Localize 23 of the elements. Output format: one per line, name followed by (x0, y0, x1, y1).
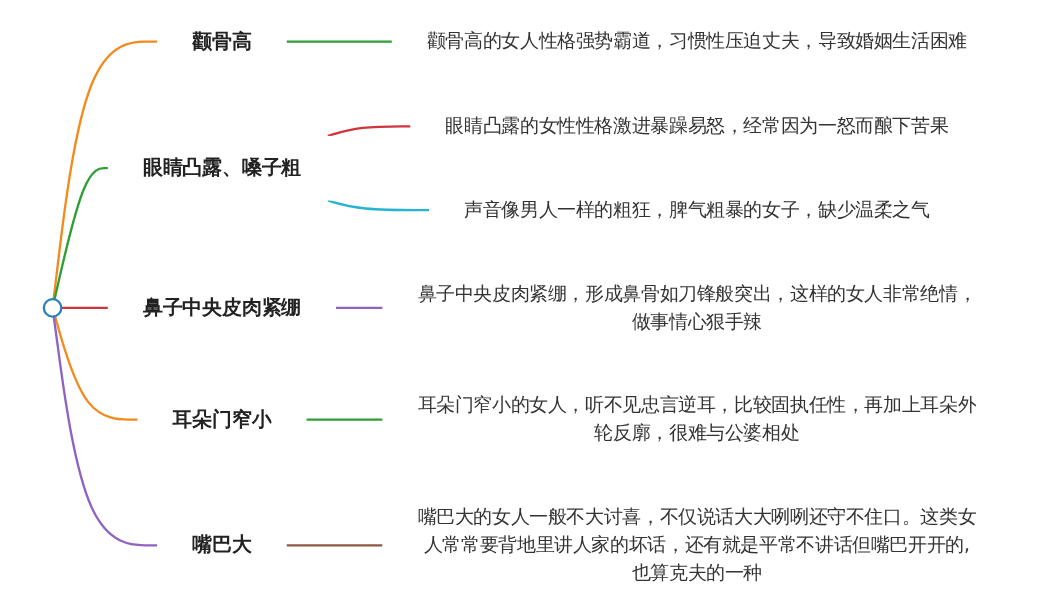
connector (327, 199, 430, 212)
connector (53, 315, 138, 421)
node-text: 颧骨高 (192, 29, 252, 53)
connector (286, 544, 383, 547)
node-circle (42, 297, 63, 318)
node-text: 鼻子中央皮肉紧绷，形成鼻骨如刀锋般突出，这样的女人非常绝情，做事情心狠手辣 (417, 282, 977, 333)
connector (52, 40, 158, 300)
node-text: 眼睛凸露的女性性格激进暴躁易怒，经常因为一怒而酿下苦果 (445, 114, 949, 137)
node-text: 颧骨高的女人性格强势霸道，习惯性压迫丈夫，导致婚姻生活困难 (426, 29, 967, 53)
connector (306, 418, 383, 421)
node-text: 鼻子中央皮肉紧绷 (142, 295, 302, 319)
connector (53, 167, 108, 300)
connector (52, 316, 158, 547)
connector (286, 40, 392, 43)
node-text: 嘴巴大的女人一般不大讨喜，不仅说话大大咧咧还守不住口。这类女人常常要背地里讲人家的坏话，还有就是平常不讲话但嘴巴开开的,也算克夫的一种 (417, 505, 977, 584)
node-text: 耳朵门窄小的女人，听不见忠言逆耳，比较固执任性，再加上耳朵外轮反廓，很难与公婆相处 (417, 394, 977, 445)
node-text: 嘴巴大 (192, 532, 252, 557)
connector (61, 306, 108, 310)
node-text: 眼睛凸露、嗓子粗 (142, 155, 302, 179)
connector (336, 306, 383, 310)
node-text: 声音像男人一样的粗狂，脾气粗暴的女子，缺少温柔之气 (464, 198, 930, 221)
connector (327, 125, 411, 137)
node-text: 耳朵门窄小 (172, 407, 272, 431)
